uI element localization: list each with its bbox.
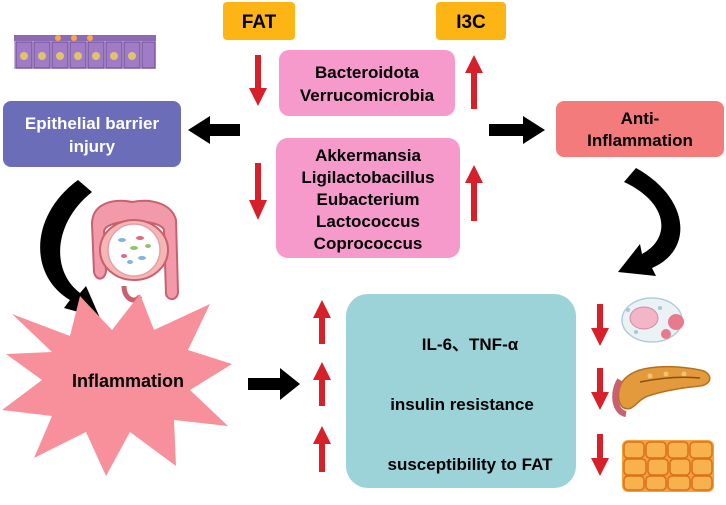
outcome-insulin-resistance: insulin resistance: [390, 395, 534, 414]
left-curved-arrow: [40, 180, 100, 318]
epithelial-cells-icon: [14, 35, 156, 69]
anti-line: Anti-: [621, 109, 660, 128]
phylum-line: Bacteroidota: [315, 63, 419, 82]
epithelial-barrier-box: Epithelial barrier injury: [3, 101, 181, 167]
i3c-box: I3C: [436, 2, 506, 40]
outcome-il6-tnf: IL-6、TNF-α: [422, 335, 519, 354]
outcomes-box: IL-6、TNF-α insulin resistance susceptibi…: [346, 294, 576, 488]
adipocytes-icon: [622, 440, 714, 492]
genus-line: Akkermansia: [315, 146, 421, 165]
epithelial-line: injury: [69, 137, 116, 156]
left-black-arrow: [188, 116, 240, 144]
phylum-box: Bacteroidota Verrucomicrobia: [279, 50, 455, 116]
i3c-up-arrow-genus: [465, 165, 483, 221]
inflammation-to-outcomes-arrow: [248, 368, 300, 400]
i3c-up-arrow: [465, 55, 483, 109]
genus-line: Lactococcus: [316, 212, 420, 231]
outcome-down-arrow: [591, 434, 609, 476]
pancreas-icon: [612, 365, 711, 417]
anti-inflammation-box: Anti- Inflammation: [556, 101, 724, 157]
phylum-line: Verrucomicrobia: [300, 86, 435, 105]
fat-down-arrow: [249, 55, 267, 106]
right-curved-arrow: [618, 168, 681, 276]
outcome-up-arrow: [313, 426, 331, 472]
outcome-up-arrow: [313, 300, 331, 344]
genus-line: Eubacterium: [317, 190, 420, 209]
intestine-icon: [90, 199, 180, 303]
epithelial-line: Epithelial barrier: [25, 114, 160, 133]
inflammation-label: Inflammation: [72, 371, 184, 391]
genus-box: Akkermansia Ligilactobacillus Eubacteriu…: [276, 138, 460, 258]
inflammation-starburst: Inflammation: [2, 294, 232, 476]
anti-line: Inflammation: [587, 131, 693, 150]
outcome-down-arrow: [591, 304, 609, 346]
fat-box: FAT: [223, 2, 295, 40]
right-black-arrow: [489, 116, 545, 144]
outcome-susceptibility: susceptibility to FAT: [388, 455, 554, 474]
genus-line: Coprococcus: [314, 234, 423, 253]
genus-line: Ligilactobacillus: [301, 168, 434, 187]
outcome-up-arrow: [313, 362, 331, 406]
immune-cells-icon: [621, 297, 684, 343]
outcome-down-arrow: [591, 368, 609, 410]
fat-label: FAT: [242, 12, 277, 33]
i3c-label: I3C: [456, 12, 486, 33]
fat-down-arrow-genus: [249, 163, 267, 220]
